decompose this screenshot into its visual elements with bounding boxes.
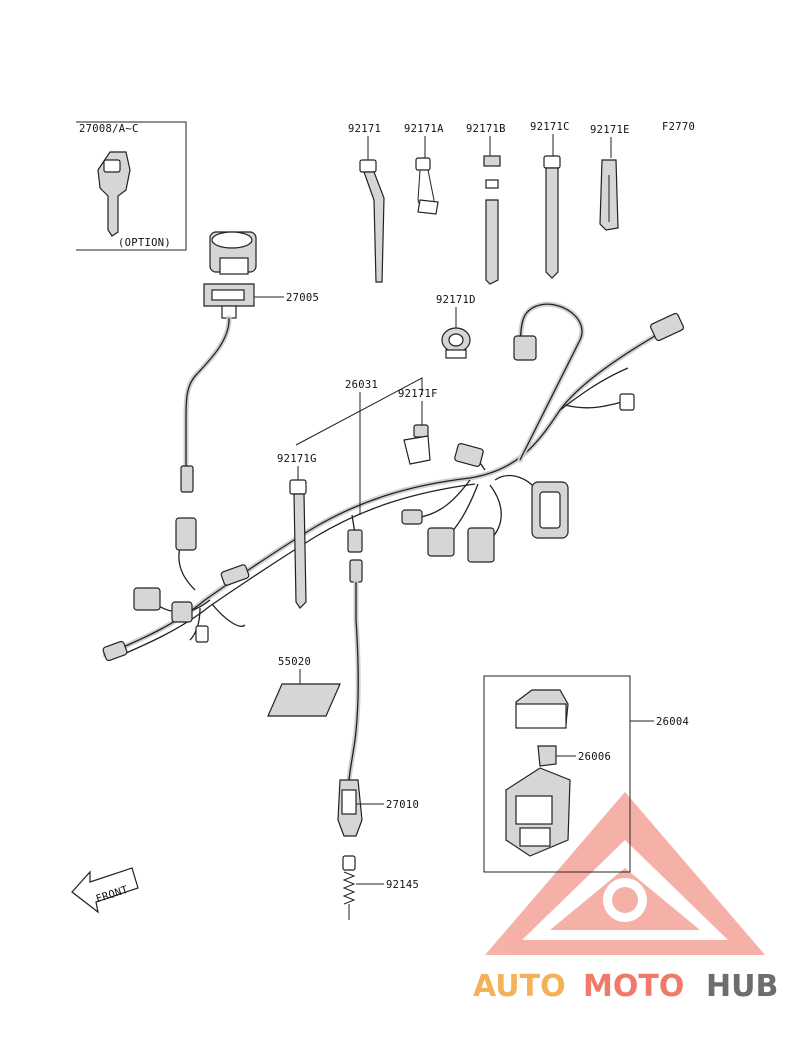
ignition-switch: 27005 [203, 231, 319, 319]
part-label-tie-1e: 92171E [590, 124, 630, 136]
clip-92171f [403, 424, 431, 465]
cable-tie-92171g [289, 479, 307, 609]
figure-code: F2770 [662, 121, 695, 133]
label-pad-55020 [267, 683, 341, 717]
switch-connector [180, 465, 194, 493]
part-label-tie-1a: 92171A [404, 123, 444, 135]
part-label-fuse: 26006 [578, 751, 611, 763]
cable-tie-92171c [543, 155, 561, 279]
part-label-tie-1c: 92171C [530, 121, 570, 133]
part-label-sensor: 27010 [386, 799, 419, 811]
watermark-triangle [485, 792, 765, 955]
part-label-harness: 26031 [345, 379, 378, 391]
cable-tie-92171a [415, 157, 439, 215]
part-label-ignition: 27005 [286, 292, 319, 304]
part-label-tie-1b: 92171B [466, 123, 506, 135]
watermark-auto: AUTO [473, 969, 566, 1004]
relay-assembly [483, 675, 654, 873]
part-label-spring: 92145 [386, 879, 419, 891]
cable-tie-92171b [483, 155, 501, 285]
cable-tie-92171e [599, 159, 619, 231]
sensor-27010 [337, 559, 384, 837]
clamp-92171d [441, 327, 471, 359]
cable-tie-92171 [359, 159, 385, 283]
harness-connectors [102, 312, 685, 662]
part-label-clip-1f: 92171F [398, 388, 438, 400]
option-note: (OPTION) [118, 237, 171, 249]
part-label-key: 27008/A~C [79, 123, 139, 135]
watermark-logo: AUTO MOTO HUB [473, 969, 778, 1004]
part-label-clamp-1d: 92171D [436, 294, 476, 306]
part-label-relay: 26004 [656, 716, 689, 728]
part-label-tie-1: 92171 [348, 123, 381, 135]
front-arrow-icon: FRONT [71, 867, 139, 914]
part-label-pad: 55020 [278, 656, 311, 668]
spring-92145 [342, 855, 384, 920]
key-part: 27008/A~C (OPTION) [76, 121, 187, 251]
watermark-hub: HUB [706, 969, 778, 1004]
part-label-tie-1g: 92171G [277, 453, 317, 465]
watermark-moto: MOTO [583, 969, 684, 1004]
